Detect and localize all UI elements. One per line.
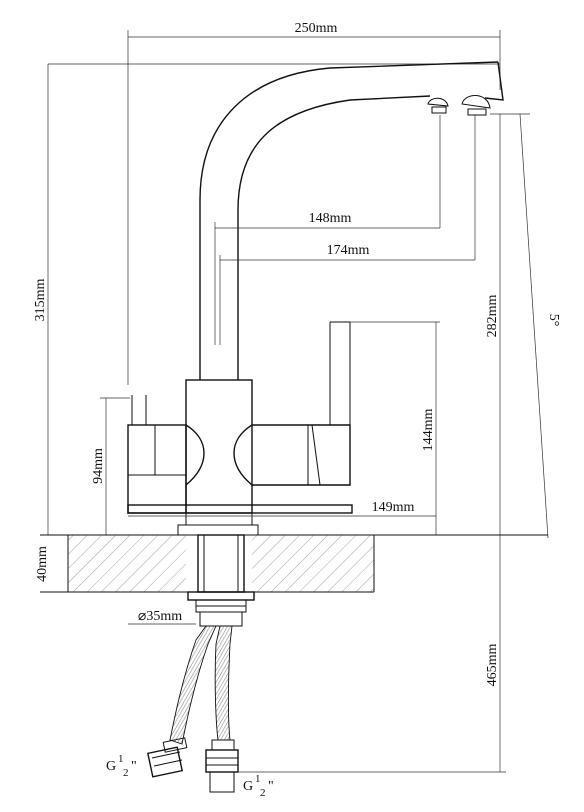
- hose-fitting-left: [147, 737, 188, 778]
- shank-mount: [187, 534, 255, 627]
- thread-right-mark: ": [268, 779, 274, 794]
- dim-spout-height: 282mm: [485, 113, 530, 535]
- thread-label-left: G 1 2 ": [106, 753, 137, 779]
- dim-width-total-label: 250mm: [295, 21, 338, 36]
- dim-handle-height: 144mm: [350, 321, 440, 535]
- dim-swivel-angle: 5°: [519, 113, 561, 539]
- thread-left-sup: 1: [118, 753, 124, 765]
- dim-width-total: 250mm: [127, 21, 501, 385]
- dim-handle-height-label: 144mm: [421, 409, 436, 452]
- dim-spout-height-label: 282mm: [485, 295, 500, 338]
- thread-label-right: G 1 2 ": [243, 773, 274, 799]
- aerator-left-icon: [427, 97, 449, 107]
- dim-swivel-angle-label: 5°: [546, 314, 561, 327]
- dim-hose-length-label: 465mm: [485, 644, 500, 687]
- dim-shank-diameter-label: ⌀35mm: [138, 609, 182, 624]
- braided-hoses: [169, 625, 233, 745]
- spout: [199, 61, 504, 380]
- thread-right-sup: 1: [255, 773, 261, 785]
- dim-base-height-label: 94mm: [91, 448, 106, 484]
- dim-spout-148: 148mm: [214, 115, 441, 345]
- dim-base-height: 94mm: [91, 397, 130, 535]
- dim-handle-reach: 149mm: [128, 500, 436, 517]
- hose-fitting-right: [205, 739, 239, 793]
- thread-right-sub: 2: [260, 787, 266, 799]
- dim-handle-reach-label: 149mm: [372, 500, 415, 515]
- dim-deck-thickness-label: 40mm: [35, 546, 50, 582]
- dim-spout-174-label: 174mm: [327, 243, 370, 258]
- dim-spout-174: 174mm: [219, 115, 476, 345]
- thread-left-mark: ": [131, 759, 137, 774]
- dim-spout-148-label: 148mm: [309, 211, 352, 226]
- faucet-body: [127, 321, 353, 536]
- thread-left-sub: 2: [123, 767, 129, 779]
- thread-left-g: G: [106, 759, 116, 774]
- dim-shank-diameter: ⌀35mm: [128, 609, 196, 625]
- aerator-right-icon: [461, 95, 491, 109]
- countertop-deck: 40mm: [35, 534, 548, 593]
- thread-right-g: G: [243, 779, 253, 794]
- dim-hose-length: 465mm: [238, 535, 506, 773]
- dim-height-total-label: 315mm: [33, 279, 48, 322]
